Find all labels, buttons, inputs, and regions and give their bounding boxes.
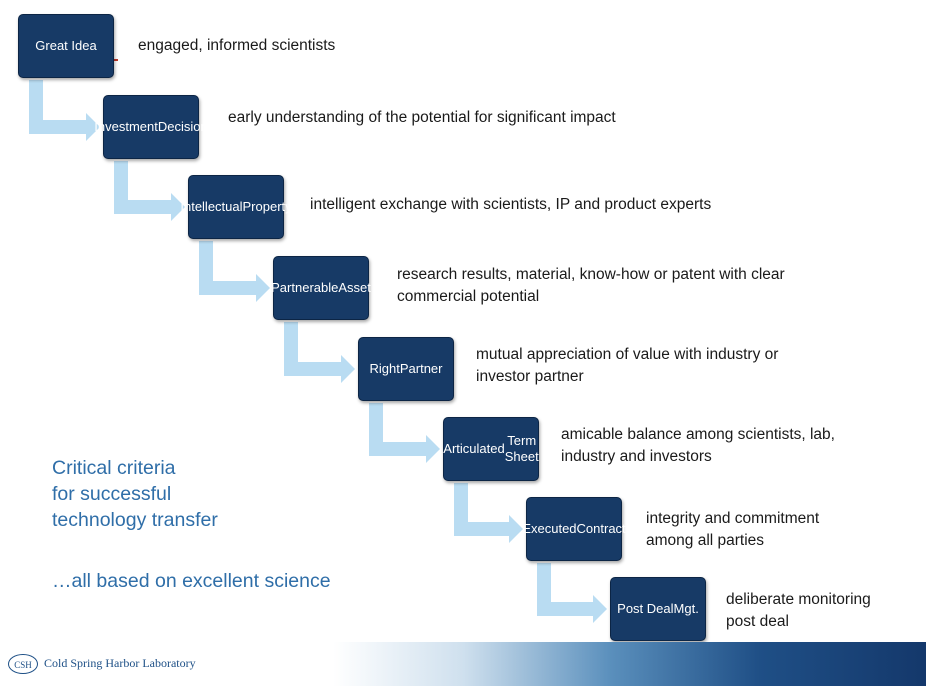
step-desc-investment-decision: early understanding of the potential for…: [228, 107, 708, 129]
csh-logo-icon: CSH: [8, 654, 38, 674]
step-desc-line: among all parties: [646, 532, 765, 549]
step-desc-line: mutual appreciation of value with indust…: [476, 346, 779, 363]
step-box-label: Decision: [157, 119, 208, 134]
step-box-label: Term Sheet: [504, 433, 539, 464]
step-desc-line: intelligent exchange with scientists, IP…: [310, 196, 712, 213]
step-desc-line: engaged, informed scientists: [138, 37, 336, 54]
step-desc-great-idea: engaged, informed scientists: [138, 35, 448, 57]
step-desc-executed-contract: integrity and commitment among all parti…: [646, 508, 916, 552]
tagline: Critical criteria for successful technol…: [52, 455, 218, 533]
step-box-label: Post Deal: [617, 601, 674, 616]
step-box-label: Property: [242, 199, 292, 214]
connector-arrow: [369, 403, 440, 463]
step-box-label: Partner: [399, 361, 443, 376]
step-box-right-partner: Right Partner: [358, 337, 454, 401]
step-desc-line: research results, material, know-how or …: [397, 266, 785, 283]
logo-text: Cold Spring Harbor Laboratory: [44, 656, 196, 670]
step-box-intellectual-property: Intellectual Property: [180, 175, 292, 239]
tagline-line: for successful: [52, 483, 172, 505]
connector-arrow: [29, 80, 100, 141]
step-desc-line: investor partner: [476, 368, 584, 385]
step-box-articulated-term-sheet: Articulated Term Sheet: [443, 417, 539, 481]
step-desc-post-deal-mgt: deliberate monitoring post deal: [726, 589, 916, 633]
step-box-investment-decision: Investment Decision: [94, 95, 208, 159]
step-box-label: Mgt.: [673, 601, 699, 616]
connector-arrow: [454, 483, 523, 543]
step-box-label: Great Idea: [35, 38, 97, 53]
step-desc-line: post deal: [726, 613, 789, 630]
tagline-line: technology transfer: [52, 509, 218, 531]
step-box-label: Right: [369, 361, 400, 376]
step-box-label: Executed: [522, 521, 577, 536]
step-box-label: Investment: [94, 119, 158, 134]
step-box-label: Partnerable: [271, 280, 339, 295]
step-desc-line: integrity and commitment: [646, 510, 820, 527]
step-desc-right-partner: mutual appreciation of value with indust…: [476, 344, 876, 388]
step-desc-line: commercial potential: [397, 288, 540, 305]
step-desc-articulated-term-sheet: amicable balance among scientists, lab, …: [561, 424, 921, 468]
step-desc-partnerable-asset: research results, material, know-how or …: [397, 264, 897, 308]
connector-arrow: [537, 563, 607, 623]
step-box-great-idea: Great Idea: [18, 14, 114, 78]
step-box-post-deal-mgt: Post Deal Mgt.: [610, 577, 706, 641]
connector-arrow: [114, 161, 185, 221]
step-desc-line: industry and investors: [561, 448, 712, 465]
connector-arrow: [284, 322, 355, 383]
step-desc-line: deliberate monitoring: [726, 591, 871, 608]
step-box-partnerable-asset: Partnerable Asset: [271, 256, 371, 320]
step-box-label: Contract: [576, 521, 626, 536]
footer-band: [0, 642, 926, 686]
step-box-label: Articulated: [443, 441, 505, 456]
step-desc-line: amicable balance among scientists, lab,: [561, 426, 835, 443]
step-box-label: Intellectual: [180, 199, 243, 214]
connector-arrow: [199, 241, 270, 302]
tagline-line: Critical criteria: [52, 457, 176, 479]
step-desc-line: early understanding of the potential for…: [228, 109, 616, 126]
step-box-label: Asset: [338, 280, 371, 295]
step-desc-intellectual-property: intelligent exchange with scientists, IP…: [310, 194, 790, 216]
subtagline: …all based on excellent science: [52, 570, 331, 592]
step-box-executed-contract: Executed Contract: [522, 497, 626, 561]
